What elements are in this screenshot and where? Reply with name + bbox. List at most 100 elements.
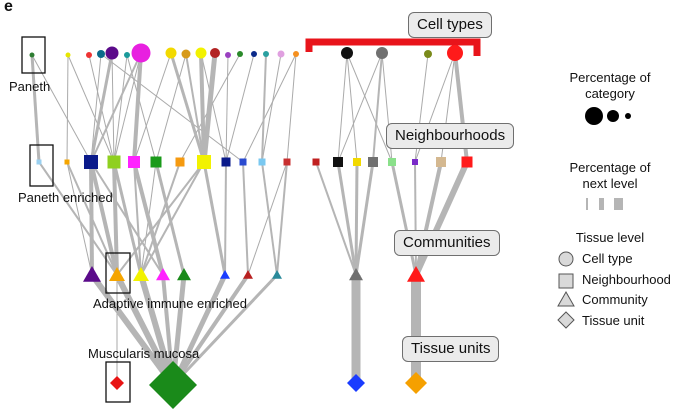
edge-neighbourhood-to-community <box>224 161 227 276</box>
cell-type-bracket <box>305 38 481 56</box>
legend-item-community: Community <box>582 292 648 307</box>
legend-graphics <box>557 107 631 329</box>
edge-cell-to-neighbourhood <box>286 53 297 163</box>
neighbourhood-node-19 <box>436 157 446 167</box>
edge-cell-to-neighbourhood <box>89 52 114 163</box>
neighbourhood-node-11 <box>258 158 266 166</box>
cell-type-node-8 <box>165 47 177 59</box>
edge-cell-to-neighbourhood <box>169 52 206 163</box>
cell-type-node-17 <box>293 51 299 57</box>
cell-type-node-13 <box>237 51 243 57</box>
edge-neighbourhood-to-community <box>66 161 93 276</box>
edge-cell-to-neighbourhood <box>155 53 187 163</box>
annotation-paneth: Paneth <box>9 79 51 94</box>
edge-cell-to-neighbourhood <box>30 54 41 163</box>
cell-type-node-6 <box>124 52 130 58</box>
edge-cell-to-neighbourhood <box>31 54 92 163</box>
edge-neighbourhood-to-community <box>112 161 119 276</box>
neighbourhood-node-18 <box>412 159 418 165</box>
community-node-3 <box>133 267 149 281</box>
edge-cell-to-neighbourhood <box>225 54 229 163</box>
community-node-5 <box>177 268 191 281</box>
annotation-muscularis-mucosa: Muscularis mucosa <box>88 346 200 361</box>
edge-neighbourhood-to-community <box>414 161 443 276</box>
legend-bar-medium <box>599 198 604 210</box>
community-node-4 <box>156 268 170 281</box>
cell-type-node-16 <box>277 50 285 58</box>
edge-neighbourhood-to-community <box>132 161 165 276</box>
edge-neighbourhood-to-community <box>413 160 470 277</box>
edge-cell-to-neighbourhood <box>133 52 172 163</box>
legend-shape-tissue-unit <box>557 311 575 329</box>
neighbourhood-node-10 <box>239 158 247 166</box>
neighbourhood-node-7 <box>175 157 185 167</box>
edge-cell-to-neighbourhood <box>113 54 128 163</box>
neighbourhood-node-1 <box>36 159 42 165</box>
legend-tissue-level-title: Tissue level <box>575 230 645 245</box>
neighbourhood-node-5 <box>128 156 140 168</box>
edge-neighbourhood-to-community <box>66 161 118 276</box>
edge-neighbourhood-to-community <box>315 161 357 276</box>
nodes <box>29 43 473 409</box>
neighbourhood-node-9 <box>221 157 231 167</box>
edge-cell-to-neighbourhood <box>132 52 143 163</box>
cell-type-node-19 <box>376 47 388 59</box>
community-node-9 <box>349 268 363 281</box>
edge-cell-to-neighbourhood <box>113 52 142 163</box>
edge-cell-to-neighbourhood <box>346 52 393 163</box>
label-cell-types: Cell types <box>408 12 492 38</box>
thick-edges <box>30 52 470 387</box>
edge-cell-to-neighbourhood <box>67 54 115 163</box>
legend-item-tissue-unit: Tissue unit <box>582 313 645 328</box>
edge-cell-to-neighbourhood <box>100 53 244 163</box>
edge-neighbourhood-to-community <box>390 161 418 276</box>
cell-type-node-11 <box>210 48 220 58</box>
edge-community-to-tissue-unit <box>171 273 279 387</box>
edge-cell-to-neighbourhood <box>66 54 69 163</box>
cell-type-node-2 <box>65 52 71 58</box>
neighbourhood-node-17 <box>388 158 396 166</box>
tissue-unit-node-2 <box>149 361 197 409</box>
legend-circle-small <box>625 113 631 119</box>
tissue-unit-node-4 <box>405 372 427 394</box>
cell-type-node-9 <box>181 49 191 59</box>
edge-cell-to-neighbourhood <box>261 53 267 163</box>
edge-community-to-tissue-unit <box>89 273 176 387</box>
neighbourhood-node-12 <box>283 158 291 166</box>
edge-cell-to-neighbourhood <box>346 52 358 163</box>
panel-letter: e <box>4 0 13 15</box>
edge-neighbourhood-to-community <box>354 161 359 276</box>
edge-cell-to-neighbourhood <box>372 52 383 163</box>
edge-neighbourhood-to-community <box>276 161 288 276</box>
cell-type-node-10 <box>195 47 207 59</box>
neighbourhood-node-13 <box>312 158 320 166</box>
cell-type-node-14 <box>251 51 257 57</box>
cell-type-node-1 <box>29 52 35 58</box>
edge-neighbourhood-to-community <box>116 161 205 276</box>
edge-cell-to-neighbourhood <box>90 52 142 163</box>
neighbourhood-node-2 <box>64 159 70 165</box>
cell-type-node-18 <box>341 47 353 59</box>
edge-cell-to-neighbourhood <box>261 53 282 163</box>
edge-cell-to-neighbourhood <box>337 52 383 163</box>
cell-type-node-21 <box>447 45 463 61</box>
edge-community-to-tissue-unit <box>170 273 228 387</box>
cell-type-node-3 <box>86 52 92 58</box>
cell-type-node-5 <box>105 46 119 60</box>
legend-percentage-of-category: Percentage of category <box>569 70 651 101</box>
edge-cell-to-neighbourhood <box>225 53 255 163</box>
legend-shape-neighbourhood <box>558 273 574 289</box>
community-node-8 <box>272 270 282 279</box>
cell-type-node-20 <box>424 50 432 58</box>
tissue-unit-node-3 <box>347 374 365 392</box>
legend-item-neighbourhood: Neighbourhood <box>582 272 671 287</box>
edge-cell-to-neighbourhood <box>111 52 115 163</box>
label-neighbourhoods: Neighbourhoods <box>386 123 515 149</box>
neighbourhood-node-14 <box>333 157 343 167</box>
community-node-2 <box>109 267 125 281</box>
highlight-box-paneth <box>21 36 46 74</box>
neighbourhood-node-3 <box>84 155 98 169</box>
neighbourhood-node-16 <box>368 157 378 167</box>
edge-neighbourhood-to-community <box>336 161 358 276</box>
